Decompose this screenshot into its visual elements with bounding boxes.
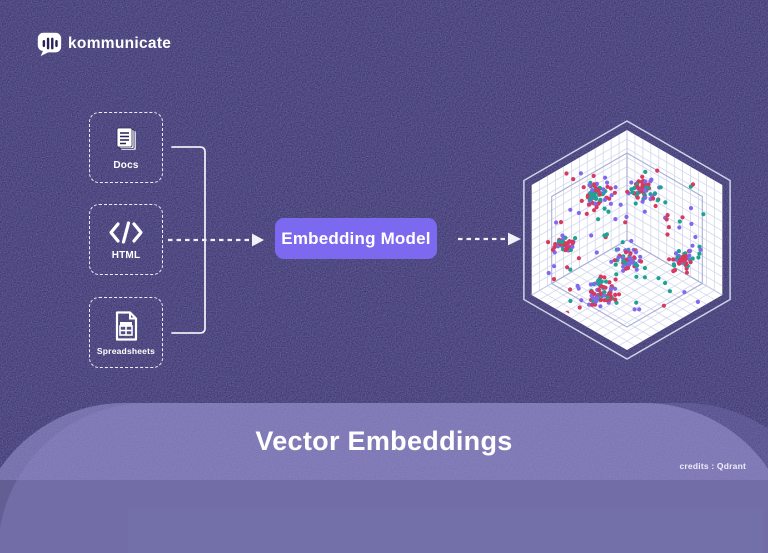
source-label: Docs [113, 160, 139, 171]
embedding-model-button: Embedding Model [275, 218, 437, 259]
vector-space-plot [523, 120, 731, 360]
source-label: HTML [111, 249, 141, 261]
source-box-docs: Docs [89, 112, 163, 183]
spreadsheet-icon [115, 311, 138, 341]
arrow-to-model [168, 233, 264, 247]
source-box-html: HTML [89, 204, 163, 275]
code-icon [109, 220, 143, 244]
arrow-to-plot [458, 232, 521, 246]
source-label: Spreadsheets [96, 345, 156, 356]
docs-icon [116, 127, 136, 150]
source-box-spreadsheets: Spreadsheets [89, 297, 163, 368]
